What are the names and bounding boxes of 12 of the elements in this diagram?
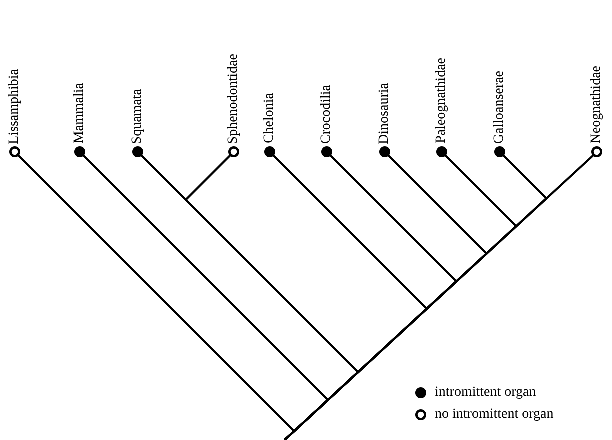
legend-label: intromittent organ [435, 385, 536, 401]
taxon-label: Squamata [129, 88, 146, 144]
taxon-label: Neognathidae [588, 66, 605, 144]
taxon-label: Galloanserae [491, 70, 508, 144]
taxon-label: Paleognathidae [433, 58, 450, 144]
taxon-label: Lissamphibia [6, 68, 23, 144]
taxon-label: Dinosauria [376, 82, 393, 144]
taxon-label: Crocodilia [318, 84, 335, 144]
legend-label: no intromittent organ [435, 407, 554, 423]
taxon-label: Sphenodontidae [225, 54, 242, 144]
taxon-label: Chelonia [261, 93, 278, 144]
taxon-label: Mammalia [71, 83, 88, 144]
